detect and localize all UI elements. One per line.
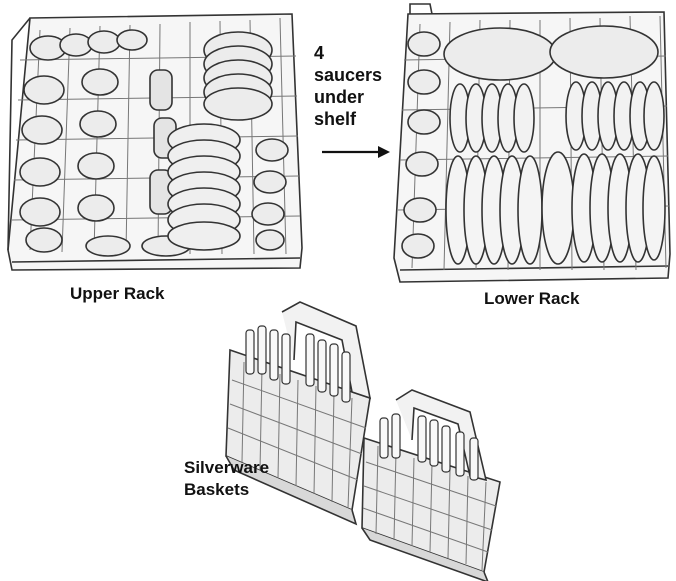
- pointer-arrow: [322, 146, 390, 158]
- upper-rack-label: Upper Rack: [70, 284, 165, 303]
- saucers-note-line: shelf: [314, 109, 357, 129]
- silverware-basket-right: [361, 389, 501, 581]
- upper-rack: [7, 13, 303, 271]
- silverware-label-line: Silverware: [184, 458, 270, 477]
- saucers-note-line: saucers: [314, 65, 383, 85]
- saucers-note-line: 4: [314, 43, 325, 63]
- saucers-note-line: under: [314, 87, 365, 107]
- silverware-baskets-label: Silverware Baskets: [184, 457, 269, 501]
- lower-rack: [393, 3, 671, 283]
- silverware-label-line: Baskets: [184, 480, 250, 499]
- saucers-note: 4 saucers under shelf: [314, 42, 382, 130]
- silverware-basket-left: [225, 301, 372, 526]
- lower-rack-label: Lower Rack: [484, 289, 580, 308]
